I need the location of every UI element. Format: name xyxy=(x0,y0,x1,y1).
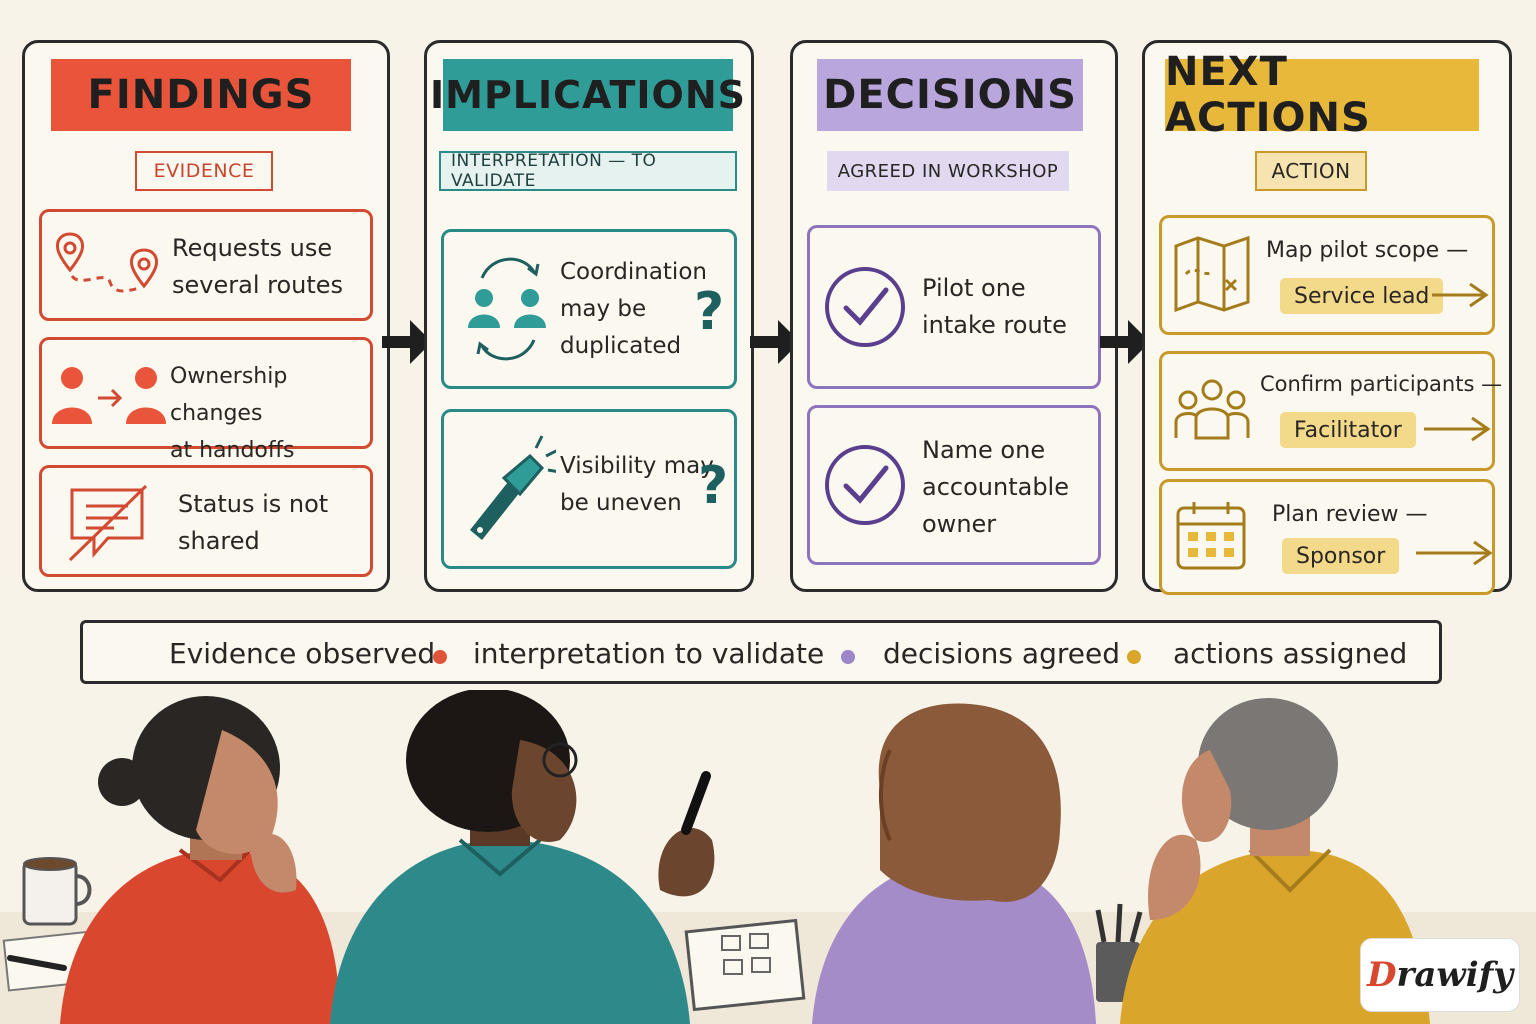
flow-arrow-icon xyxy=(382,320,432,364)
agreed-tag: AGREED IN WORKSHOP xyxy=(827,151,1069,191)
person-purple-shirt xyxy=(812,703,1096,1024)
findings-title: FINDINGS xyxy=(87,72,315,118)
workshop-people-illustration xyxy=(0,690,1536,1024)
check-circle-icon xyxy=(825,445,905,525)
calendar-icon xyxy=(1176,502,1246,570)
action-title-map: Map pilot scope — xyxy=(1266,238,1469,263)
route-pin-icon xyxy=(56,232,158,293)
implications-column: IMPLICATIONS INTERPRETATION — TO VALIDAT… xyxy=(424,40,754,592)
owner-pill-sponsor: Sponsor xyxy=(1282,538,1400,574)
group-icon xyxy=(1174,379,1250,440)
implication-card-visibility: Visibility may be uneven ? xyxy=(441,409,737,569)
right-arrow-icon xyxy=(1432,282,1489,308)
action-card-map: Map pilot scope — Service lead xyxy=(1159,215,1495,335)
decision-text-pilot: Pilot one intake route xyxy=(922,274,1067,339)
drawify-logo-text: Drawify xyxy=(1367,955,1513,995)
implications-banner: IMPLICATIONS xyxy=(430,59,745,131)
implication-card-coordination: Coordination may be duplicated ? xyxy=(441,229,737,389)
map-icon xyxy=(1174,235,1250,313)
evidence-tag-label: EVIDENCE xyxy=(153,160,255,182)
question-mark-icon: ? xyxy=(694,282,725,342)
action-title-review: Plan review — xyxy=(1272,502,1428,527)
agreed-tag-label: AGREED IN WORKSHOP xyxy=(837,160,1059,182)
decisions-column: DECISIONS AGREED IN WORKSHOP Pilot one i… xyxy=(790,40,1118,592)
finding-card-status: Status is not shared xyxy=(39,465,373,577)
legend-bar: Evidence observed interpretation to vali… xyxy=(80,620,1442,684)
findings-banner: FINDINGS xyxy=(51,59,351,131)
finding-card-ownership: Ownership changes at handoffs xyxy=(39,337,373,463)
action-title-participants: Confirm participants — xyxy=(1260,372,1503,396)
legend-item-interpretation: interpretation to validate xyxy=(473,637,825,670)
notebook-icon xyxy=(684,918,806,1012)
action-card-participants: Confirm participants — Facilitator xyxy=(1159,351,1502,471)
decision-text-owner: Name one accountable owner xyxy=(922,436,1069,538)
interpretation-tag: INTERPRETATION — TO VALIDATE xyxy=(439,151,737,191)
legend-dot-findings xyxy=(433,650,447,664)
question-mark-icon: ? xyxy=(698,456,729,516)
legend-item-evidence: Evidence observed xyxy=(169,637,436,670)
implication-text-coordination: Coordination may be duplicated xyxy=(560,259,707,359)
flow-arrow-icon xyxy=(750,320,800,364)
implications-title: IMPLICATIONS xyxy=(429,73,747,117)
finding-text-ownership: Ownership changes at handoffs xyxy=(170,364,295,463)
actions-title: NEXT ACTIONS xyxy=(1165,49,1371,141)
check-circle-icon xyxy=(825,267,905,347)
evidence-tag: EVIDENCE xyxy=(135,151,273,191)
right-arrow-icon xyxy=(1424,416,1491,442)
coffee-mug-icon xyxy=(22,857,92,926)
decisions-title: DECISIONS xyxy=(823,72,1077,118)
finding-text-routes: Requests use several routes xyxy=(172,234,344,299)
handoff-people-icon xyxy=(52,367,166,424)
cycle-people-icon xyxy=(468,257,546,361)
decision-card-owner: Name one accountable owner xyxy=(807,405,1101,565)
right-arrow-icon xyxy=(1416,540,1493,566)
legend-item-decisions: decisions agreed xyxy=(883,637,1120,670)
action-card-review: Plan review — Sponsor xyxy=(1159,479,1495,595)
decisions-banner: DECISIONS xyxy=(817,59,1083,131)
actions-banner: NEXT ACTIONS xyxy=(1165,49,1479,141)
drawify-logo: Drawify xyxy=(1360,938,1520,1012)
findings-column: FINDINGS EVIDENCE Requests use several r… xyxy=(22,40,390,592)
decision-card-pilot: Pilot one intake route xyxy=(807,225,1101,389)
owner-pill-service-lead: Service lead xyxy=(1280,278,1444,314)
interpretation-tag-label: INTERPRETATION — TO VALIDATE xyxy=(451,151,657,191)
actions-column: NEXT ACTIONS ACTION Map pilot scope — Se… xyxy=(1142,40,1512,595)
finding-card-routes: Requests use several routes xyxy=(39,209,373,321)
legend-item-actions: actions assigned xyxy=(1173,637,1408,670)
person-mustard-shirt xyxy=(1120,698,1430,1024)
no-message-icon xyxy=(68,484,148,562)
owner-pill-facilitator: Facilitator xyxy=(1280,412,1416,448)
legend-dot-decisions xyxy=(841,650,855,664)
action-tag: ACTION xyxy=(1255,151,1367,191)
flashlight-icon xyxy=(470,435,556,540)
person-teal-shirt xyxy=(330,690,715,1024)
legend-dot-actions xyxy=(1127,650,1141,664)
finding-text-status: Status is not shared xyxy=(178,490,329,555)
action-tag-label: ACTION xyxy=(1271,159,1351,183)
person-red-shirt xyxy=(60,696,340,1024)
implication-text-visibility: Visibility may be uneven xyxy=(560,453,714,516)
flow-arrow-icon xyxy=(1100,320,1150,364)
